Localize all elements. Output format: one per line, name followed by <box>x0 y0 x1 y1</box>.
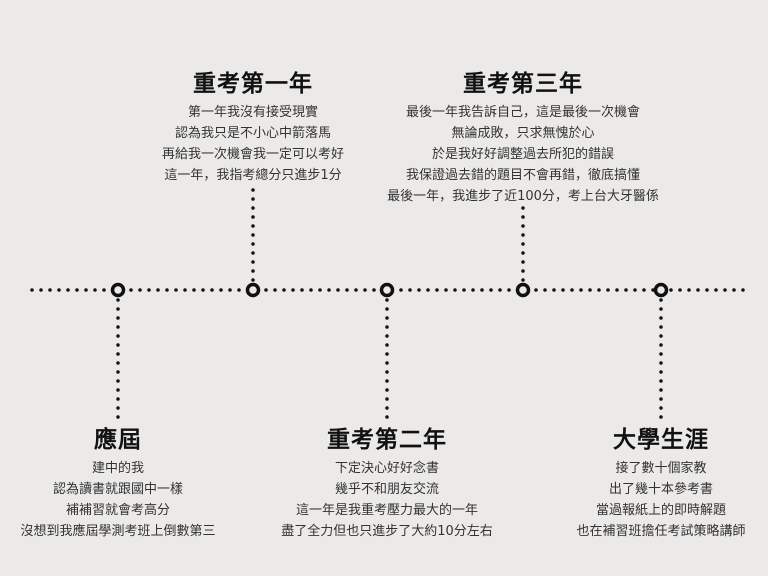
milestone-text: 於是我好好調整過去所犯的錯誤 <box>431 147 615 162</box>
milestone-text: 認為讀書就跟國中一樣 <box>52 482 184 497</box>
milestone-text: 也在補習班擔任考試策略講師 <box>576 524 746 539</box>
milestone-retake-year-3: 重考第三年 最後一年我告訴自己，這是最後一次機會 無論成敗，只求無愧於心 於是我… <box>387 64 659 207</box>
milestone-text: 盡了全力但也只進步了大約10分左右 <box>281 524 493 539</box>
milestone-retake-year-2: 重考第二年 下定決心好好念書 幾乎不和朋友交流 這一年是我重考壓力最大的一年 盡… <box>281 420 493 542</box>
milestone-university: 大學生涯 接了數十個家教 出了幾十本參考書 當過報紙上的即時解題 也在補習班擔任… <box>576 420 745 542</box>
milestone-text: 無論成敗，只求無愧於心 <box>451 126 595 141</box>
milestone-text: 這一年，我指考總分只進步1分 <box>164 168 342 183</box>
milestone-text: 幾乎不和朋友交流 <box>334 482 440 497</box>
milestone-text: 下定決心好好念書 <box>334 461 440 476</box>
milestone-text: 建中的我 <box>91 461 145 476</box>
milestone-text: 我保證過去錯的題目不會再錯，徹底搞懂 <box>405 168 641 183</box>
timeline-node-4 <box>515 282 531 298</box>
milestone-text: 最後一年，我進步了近100分，考上台大牙醫係 <box>387 189 659 204</box>
milestone-title: 重考第一年 <box>192 71 313 97</box>
milestone-text: 補補習就會考高分 <box>65 503 171 518</box>
milestone-text: 出了幾十本參考書 <box>608 482 714 497</box>
timeline-node-2 <box>245 282 261 298</box>
milestone-text: 第一年我沒有接受現實 <box>187 105 319 120</box>
timeline-node-5 <box>653 282 669 298</box>
milestone-title: 重考第二年 <box>326 427 447 453</box>
milestone-retake-year-1: 重考第一年 第一年我沒有接受現實 認為我只是不小心中箭落馬 再給我一次機會我一定… <box>162 64 344 186</box>
milestone-text: 這一年是我重考壓力最大的一年 <box>295 503 479 518</box>
milestone-text: 再給我一次機會我一定可以考好 <box>161 147 345 162</box>
milestone-text: 認為我只是不小心中箭落馬 <box>174 126 332 141</box>
timeline-node-3 <box>379 282 395 298</box>
milestone-text: 最後一年我告訴自己，這是最後一次機會 <box>405 105 641 120</box>
milestone-title: 應屆 <box>93 427 142 453</box>
milestone-title: 大學生涯 <box>612 427 709 453</box>
milestone-text: 接了數十個家教 <box>615 461 707 476</box>
timeline-node-1 <box>110 282 126 298</box>
milestone-title: 重考第三年 <box>462 71 583 97</box>
milestone-text: 沒想到我應屆學測考班上倒數第三 <box>20 524 216 539</box>
milestone-text: 當過報紙上的即時解題 <box>595 503 727 518</box>
milestone-graduating-year: 應屆 建中的我 認為讀書就跟國中一樣 補補習就會考高分 沒想到我應屆學測考班上倒… <box>20 420 215 542</box>
